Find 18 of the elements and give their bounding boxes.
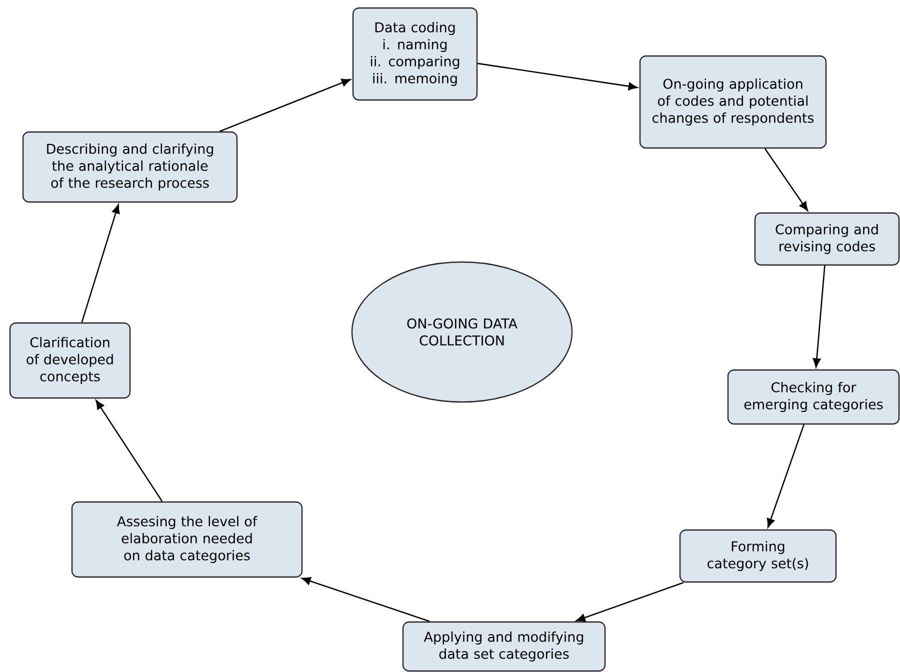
arrow	[764, 148, 808, 211]
process-box: Clarification of developed concepts	[9, 322, 131, 399]
process-box: On-going application of codes and potential changes of respondents	[639, 55, 827, 149]
arrow	[81, 204, 120, 323]
process-box: Comparing and revising codes	[754, 212, 900, 266]
process-box: Checking for emerging categories	[727, 369, 900, 425]
process-box: Applying and modifying data set categories	[402, 621, 606, 672]
arrow	[766, 424, 804, 528]
arrow	[219, 78, 351, 132]
arrow	[576, 582, 684, 622]
process-box: Describing and clarifying the analytical rationale of the research process	[22, 131, 238, 203]
arrow	[96, 400, 163, 502]
arrow	[301, 577, 430, 622]
process-box: Assesing the level of elaboration needed on data categories	[71, 501, 303, 578]
arrow	[812, 266, 826, 368]
process-box: Data coding i. naming ii. comparing iii. memoing	[352, 7, 478, 101]
process-box: Forming category set(s)	[679, 529, 837, 583]
arrow	[478, 62, 638, 90]
